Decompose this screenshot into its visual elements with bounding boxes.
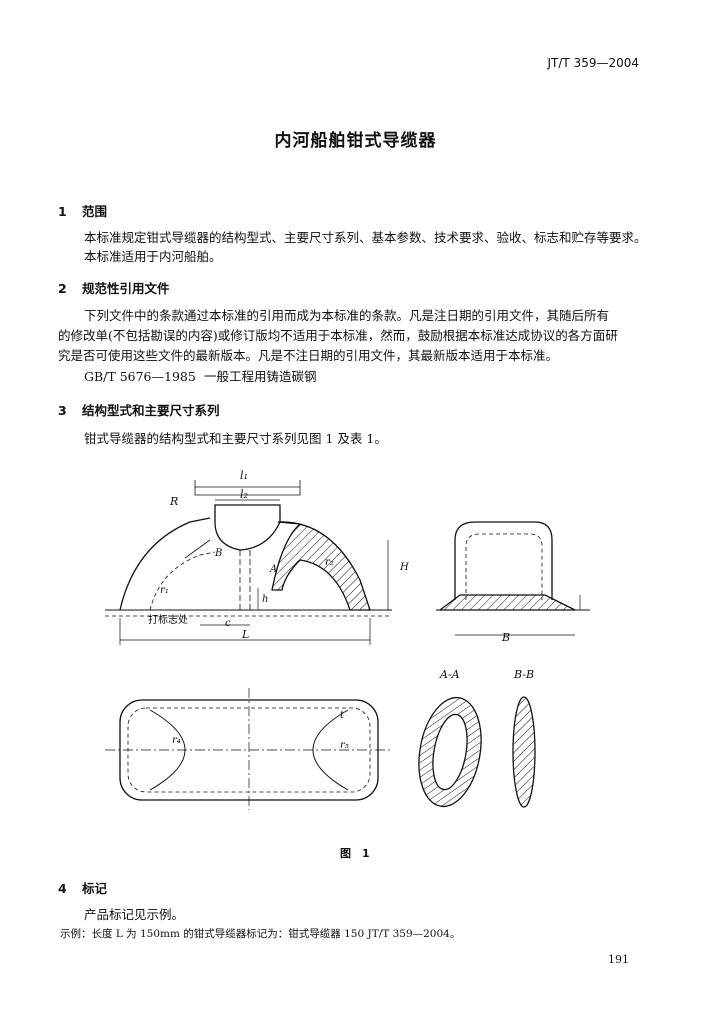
- section-title: 标记: [82, 881, 108, 896]
- section-number: 4: [58, 881, 67, 896]
- label-section-a-a: A-A: [439, 668, 460, 681]
- label-c: c: [225, 618, 231, 629]
- section-4-example: 示例：长度 L 为 150mm 的钳式导缆器标记为：钳式导缆器 150 JT/T…: [60, 928, 461, 940]
- label-h: H: [399, 562, 409, 573]
- reference-title: 一般工程用铸造碳钢: [204, 369, 317, 384]
- section-2-para-line-3: 究是否可使用这些文件的最新版本。凡是不注日期的引用文件，其最新版本适用于本标准。: [58, 348, 559, 363]
- label-l2: l₂: [240, 488, 248, 501]
- section-4-para: 产品标记见示例。: [84, 907, 185, 922]
- label-mark-location: 打标志处: [148, 613, 188, 626]
- figure-1-drawing: l₁ l₂ R B r₁ r₂ A H h c L 打标志处 B r₄ t r₅…: [105, 469, 590, 810]
- section-1-para-1: 本标准规定钳式导缆器的结构型式、主要尺寸系列、基本参数、技术要求、验收、标志和贮…: [84, 230, 647, 245]
- label-l1: l₁: [240, 469, 248, 482]
- label-width-b: B: [501, 631, 510, 644]
- label-section-b-b: B-B: [513, 668, 534, 681]
- section-2-para-line-1: 下列文件中的条款通过本标准的引用而成为本标准的条款。凡是注日期的引用文件，其随后…: [84, 308, 610, 323]
- label-t: t: [340, 710, 345, 721]
- section-title: 规范性引用文件: [82, 281, 170, 296]
- side-view: B: [436, 521, 590, 644]
- section-3-para: 钳式导缆器的结构型式和主要尺寸系列见图 1 及表 1。: [84, 431, 387, 446]
- section-1-para-2: 本标准适用于内河船舶。: [84, 249, 222, 264]
- section-number: 3: [58, 403, 67, 418]
- label-r5: r₅: [340, 740, 349, 751]
- figure-caption: 图 1: [340, 847, 370, 860]
- label-r4: r₄: [172, 735, 181, 746]
- label-a: A: [269, 564, 277, 575]
- front-view: l₁ l₂ R B r₁ r₂ A H h c L 打标志处: [105, 469, 409, 645]
- standard-code: JT/T 359—2004: [547, 56, 640, 70]
- section-2-heading: 2 规范性引用文件: [58, 278, 170, 297]
- plan-view: r₄ t r₅: [105, 688, 392, 810]
- label-l: L: [241, 628, 249, 641]
- section-number: 1: [58, 204, 67, 219]
- section-1-heading: 1 范围: [58, 201, 107, 220]
- label-b: B: [214, 548, 222, 559]
- section-a-a: A-A: [418, 668, 482, 808]
- section-4-heading: 4 标记: [58, 878, 107, 897]
- label-h-small: h: [262, 594, 268, 605]
- label-r1: r₁: [160, 585, 169, 596]
- page-title: 内河船舶钳式导缆器: [274, 131, 437, 151]
- page-number: 191: [608, 953, 629, 966]
- section-title: 结构型式和主要尺寸系列: [82, 403, 220, 418]
- label-r: R: [169, 495, 178, 508]
- section-3-heading: 3 结构型式和主要尺寸系列: [58, 400, 220, 419]
- section-b-b: B-B: [512, 668, 536, 808]
- section-2-para-line-2: 的修改单(不包括勘误的内容)或修订版均不适用于本标准，然而，鼓励根据本标准达成协…: [58, 328, 618, 343]
- section-title: 范围: [82, 204, 108, 219]
- normative-reference: GB/T 5676—1985 一般工程用铸造碳钢: [84, 366, 679, 388]
- section-number: 2: [58, 281, 67, 296]
- label-r2: r₂: [325, 557, 334, 568]
- reference-code: GB/T 5676—1985: [84, 369, 196, 384]
